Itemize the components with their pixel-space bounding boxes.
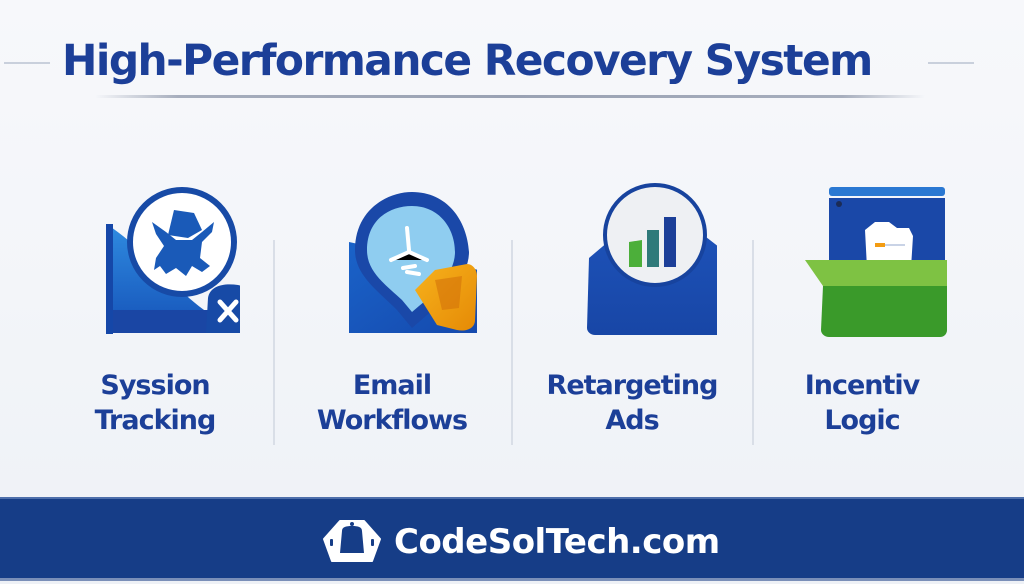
retargeting-chart-icon [587, 183, 717, 335]
feature-email-workflows: Email Workflows [282, 180, 502, 450]
feature-label: Retargeting Ads [546, 370, 719, 436]
feature-label: Syssion Tracking [94, 370, 217, 436]
feature-incentive-logic: Incentiv Logic [752, 180, 972, 450]
feature-label: Email Workflows [316, 370, 468, 436]
feature-retargeting-ads: Retargeting Ads [522, 180, 742, 450]
header: High-Performance Recovery System [0, 30, 1024, 100]
title-decoration-left [4, 62, 50, 64]
robot-head-icon [323, 520, 381, 562]
brand-name: CodeSolTech.com [394, 522, 720, 562]
divider [511, 240, 513, 445]
divider [273, 240, 275, 445]
features-row: Syssion Tracking E [0, 180, 1024, 460]
title-decoration-right [928, 62, 974, 64]
incentive-box-icon [805, 187, 947, 337]
footer-banner: CodeSolTech.com [0, 497, 1024, 581]
feature-label: Incentiv Logic [804, 370, 921, 436]
session-tracking-icon [106, 187, 240, 334]
brand[interactable]: CodeSolTech.com [320, 517, 720, 567]
page-title: High-Performance Recovery System [62, 36, 873, 86]
title-underline [95, 95, 925, 98]
email-workflow-icon [349, 192, 477, 333]
feature-session-tracking: Syssion Tracking [45, 180, 265, 450]
divider [752, 240, 754, 445]
